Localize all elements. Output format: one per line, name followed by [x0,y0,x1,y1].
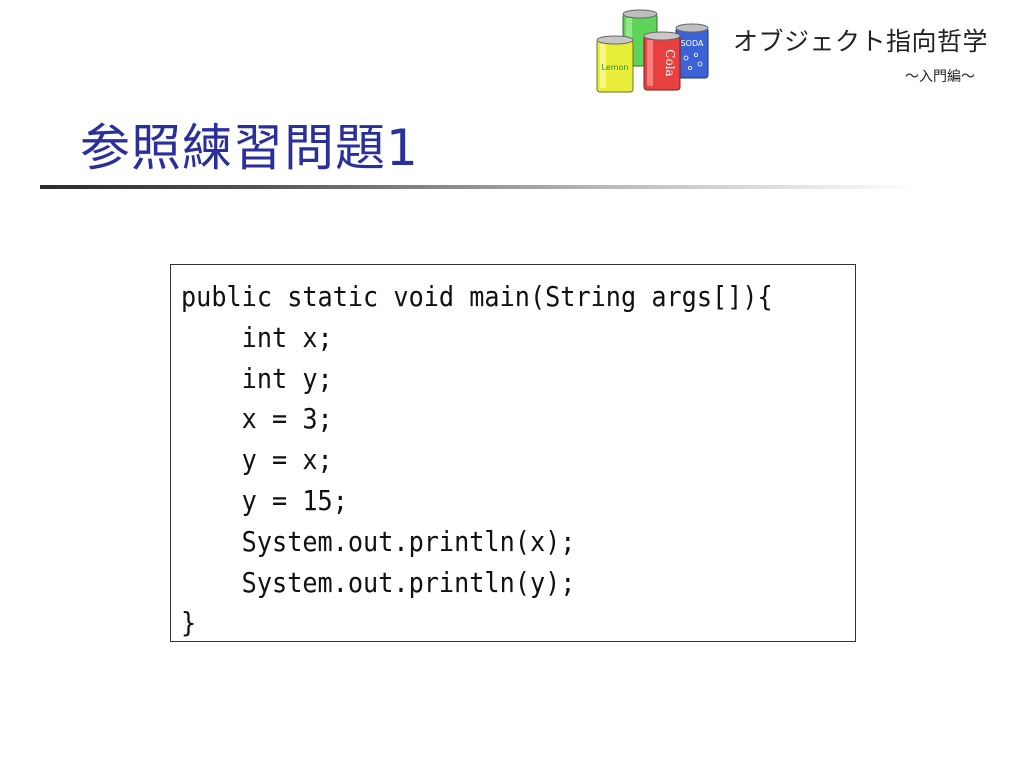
code-line: y = x; [181,443,333,477]
brand-subtitle: ～入門編～ [905,69,975,85]
code-block: public static void main(String args[]){ … [170,264,856,642]
slide-title: 参照練習問題1 [80,119,419,177]
code-line: } [181,606,197,640]
code-line: int x; [181,320,333,354]
cola-can-icon: Cola [643,31,681,91]
code-line: System.out.println(y); [181,565,576,599]
drink-cans-logo-icon: SODA Lemon Cola [596,9,709,93]
title-underline-divider [40,185,920,189]
soda-can-label: SODA [681,39,704,48]
lemon-can-label: Lemon [602,63,629,72]
lemon-can-icon: Lemon [596,35,634,93]
code-line: public static void main(String args[]){ [181,280,773,313]
code-line: System.out.println(x); [181,524,576,558]
code-line: int y; [181,361,333,395]
soda-can-icon: SODA [675,23,709,79]
brand-title: オブジェクト指向哲学 [733,27,989,56]
cola-can-label: Cola [663,49,677,76]
code-line: y = 15; [181,483,348,517]
code-line: x = 3; [181,402,333,436]
